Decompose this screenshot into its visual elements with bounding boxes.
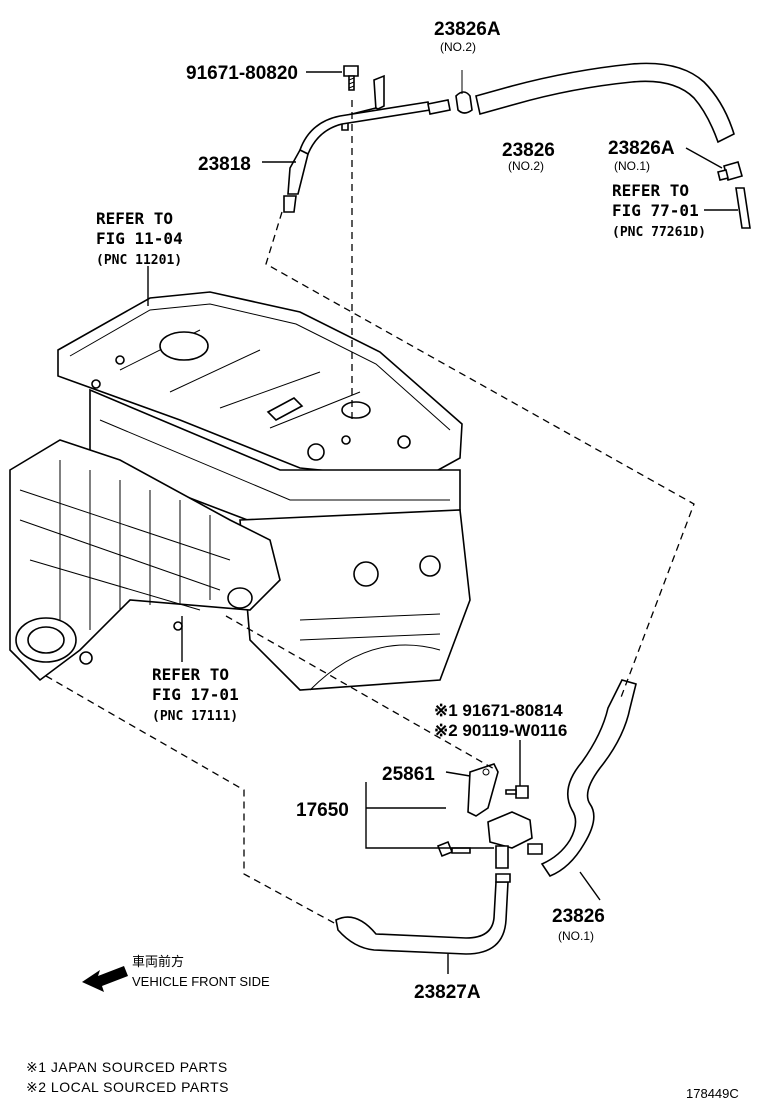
- part-label-25861[interactable]: 25861: [382, 764, 435, 785]
- part-label-91671-80820[interactable]: 91671-80820: [186, 63, 298, 84]
- front-arrow-icon: [82, 966, 128, 992]
- leader-25861: [445, 771, 471, 777]
- footnote-1: ※1 JAPAN SOURCED PARTS: [26, 1059, 228, 1075]
- front-label-en: VEHICLE FRONT SIDE: [132, 974, 270, 989]
- part-label-23826A-top[interactable]: 23826A: [434, 19, 501, 40]
- part-sublabel-23826-no2: (NO.2): [508, 159, 544, 173]
- part-label-23826A-no1[interactable]: 23826A: [608, 138, 675, 159]
- hose-23826-no1-icon: [540, 679, 637, 877]
- clamp-23826A-no2-icon: [455, 70, 473, 114]
- clamp-23826A-no1-icon: [717, 161, 743, 181]
- bolt-91671-80820-icon: [343, 65, 359, 91]
- ref77-line2[interactable]: FIG 77-01: [612, 201, 699, 220]
- leader-23826A-no1: [685, 147, 723, 169]
- valve-17650-icon: [487, 811, 543, 869]
- part-label-91671-80814[interactable]: ※1 91671-80814: [434, 701, 563, 720]
- bracket-25861-icon: [467, 763, 499, 817]
- ref17-line2[interactable]: FIG 17-01: [152, 685, 239, 704]
- part-label-23826-no2[interactable]: 23826: [502, 140, 555, 161]
- leader-bracket-17650: [365, 782, 494, 849]
- dashed-routing-lines: [45, 100, 695, 925]
- hose-23826-no2-icon: [475, 62, 735, 144]
- pipe-23818-icon: [283, 74, 451, 213]
- ref17-line1: REFER TO: [152, 665, 229, 684]
- ref17-line3: (PNC 17111): [152, 709, 238, 724]
- part-label-23818[interactable]: 23818: [198, 154, 251, 175]
- part-label-23827A[interactable]: 23827A: [414, 982, 481, 1003]
- ref77-line1: REFER TO: [612, 181, 689, 200]
- part-label-23826-no1[interactable]: 23826: [552, 906, 605, 927]
- part-sublabel-23826A-no1: (NO.1): [614, 159, 650, 173]
- ref11-line3: (PNC 11201): [96, 253, 182, 268]
- pipe-23827A-icon: [335, 873, 511, 955]
- ref11-line2[interactable]: FIG 11-04: [96, 229, 183, 248]
- engine-block-icon: [9, 291, 471, 691]
- ref11-line1: REFER TO: [96, 209, 173, 228]
- bolt-17650-icon: [436, 840, 471, 858]
- part-sublabel-23826-no1: (NO.1): [558, 929, 594, 943]
- front-label-jp: 車両前方: [132, 954, 184, 969]
- part-sublabel-23826A-top: (NO.2): [440, 40, 476, 54]
- diagram-id: 178449C: [686, 1086, 739, 1101]
- part-label-17650[interactable]: 17650: [296, 800, 349, 821]
- pipe-stub-77-01-icon: [735, 187, 751, 229]
- leader-23826-no1: [579, 871, 601, 901]
- ref77-line3: (PNC 77261D): [612, 225, 706, 240]
- part-label-90119-W0116[interactable]: ※2 90119-W0116: [434, 721, 567, 740]
- bolt-91671-80814-icon: [505, 785, 529, 799]
- footnote-2: ※2 LOCAL SOURCED PARTS: [26, 1079, 229, 1095]
